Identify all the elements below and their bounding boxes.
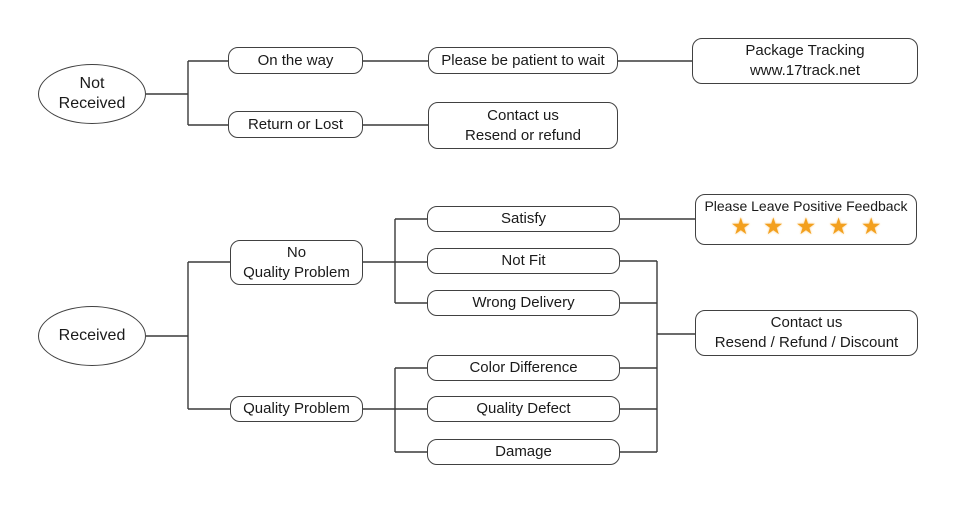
positive-feedback-label: Please Leave Positive Feedback bbox=[704, 198, 908, 214]
node-received: Received bbox=[38, 306, 146, 366]
node-package-tracking: Package Tracking www.17track.net bbox=[692, 38, 918, 84]
node-not-received: Not Received bbox=[38, 64, 146, 124]
node-contact-us-resend-refund: Contact us Resend or refund bbox=[428, 102, 618, 149]
node-please-be-patient: Please be patient to wait bbox=[428, 47, 618, 74]
node-positive-feedback: Please Leave Positive Feedback ★★★★★ bbox=[695, 194, 917, 245]
node-return-or-lost: Return or Lost bbox=[228, 111, 363, 138]
node-quality-defect: Quality Defect bbox=[427, 396, 620, 422]
node-wrong-delivery: Wrong Delivery bbox=[427, 290, 620, 316]
node-quality-problem: Quality Problem bbox=[230, 396, 363, 422]
node-not-fit: Not Fit bbox=[427, 248, 620, 274]
node-no-quality-problem: No Quality Problem bbox=[230, 240, 363, 285]
node-color-difference: Color Difference bbox=[427, 355, 620, 381]
node-on-the-way: On the way bbox=[228, 47, 363, 74]
node-damage: Damage bbox=[427, 439, 620, 465]
node-satisfy: Satisfy bbox=[427, 206, 620, 232]
star-rating-icons: ★★★★★ bbox=[730, 213, 894, 240]
node-contact-us-resend-refund-discount: Contact us Resend / Refund / Discount bbox=[695, 310, 918, 356]
